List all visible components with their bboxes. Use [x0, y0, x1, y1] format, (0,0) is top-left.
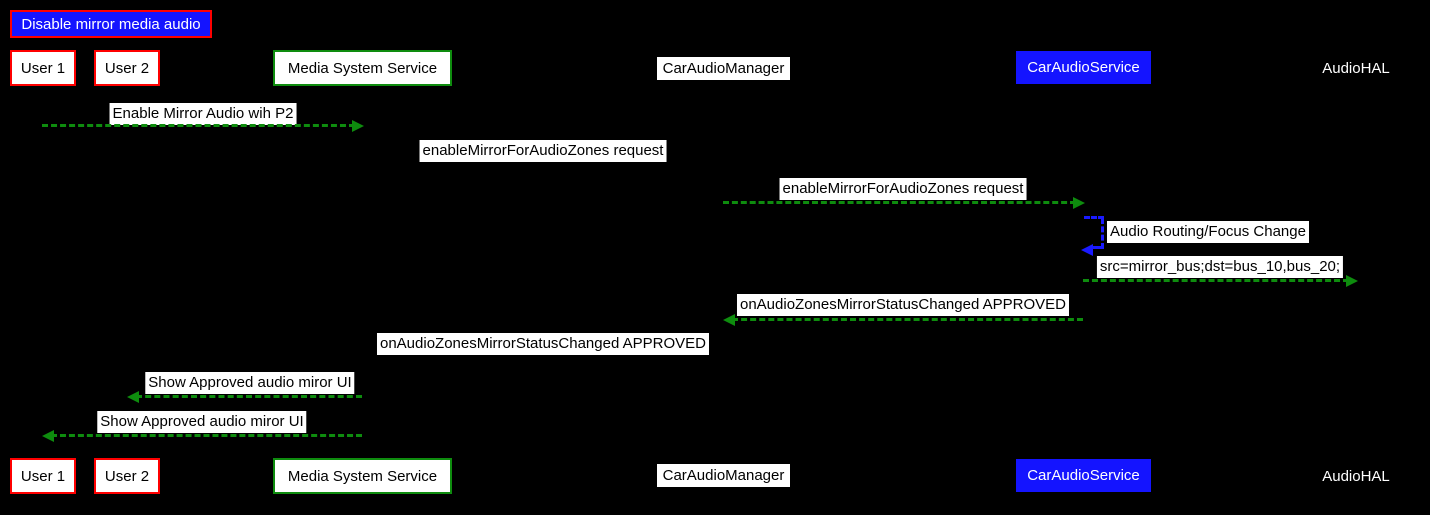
- arrow-line: [51, 434, 362, 437]
- participant-user-1-bottom: User 1: [10, 458, 76, 494]
- message-label-audio-routing-focus-change: Audio Routing/Focus Change: [1107, 221, 1309, 243]
- arrow-head-left-icon: [723, 314, 735, 326]
- participant-audiohal-top: AudioHAL: [1322, 60, 1390, 77]
- arrow-line: [1093, 246, 1104, 249]
- participant-caraudiomanager-top: CarAudioManager: [657, 57, 790, 80]
- diagram-title: Disable mirror media audio: [10, 10, 212, 38]
- participant-caraudioservice-top: CarAudioService: [1016, 51, 1151, 84]
- arrow-line: [42, 124, 355, 127]
- arrow-head-left-icon: [42, 430, 54, 442]
- participant-user-2-top: User 2: [94, 50, 160, 86]
- message-label-enable-mirror-zones-1: enableMirrorForAudioZones request: [419, 140, 667, 162]
- participant-audiohal-bottom: AudioHAL: [1322, 468, 1390, 485]
- self-message-arrow-audio-routing: [1081, 216, 1104, 256]
- message-label-show-approved-ui-1: Show Approved audio miror UI: [145, 372, 355, 394]
- arrow-head-right-icon: [1073, 197, 1085, 209]
- arrow-line: [723, 201, 1076, 204]
- message-label-status-changed-approved-2: onAudioZonesMirrorStatusChanged APPROVED: [376, 333, 710, 355]
- message-arrow-enable-mirror-audio: [42, 120, 364, 133]
- message-label-src-mirror-bus: src=mirror_bus;dst=bus_10,bus_20;: [1096, 256, 1344, 278]
- arrow-line: [136, 395, 362, 398]
- participant-media-system-service-bottom: Media System Service: [273, 458, 452, 494]
- participant-user-2-bottom: User 2: [94, 458, 160, 494]
- participant-user-1-top: User 1: [10, 50, 76, 86]
- participant-caraudiomanager-bottom: CarAudioManager: [657, 464, 790, 487]
- message-arrow-show-approved-ui-1: [127, 391, 362, 404]
- arrow-head-right-icon: [1346, 275, 1358, 287]
- arrow-head-left-icon: [127, 391, 139, 403]
- participant-media-system-service-top: Media System Service: [273, 50, 452, 86]
- message-label-enable-mirror-audio: Enable Mirror Audio wih P2: [109, 103, 297, 125]
- arrow-line: [732, 318, 1083, 321]
- arrow-head-left-icon: [1081, 244, 1093, 256]
- message-label-enable-mirror-zones-2: enableMirrorForAudioZones request: [779, 178, 1027, 200]
- participant-caraudioservice-bottom: CarAudioService: [1016, 459, 1151, 492]
- arrow-line: [1101, 218, 1104, 249]
- message-arrow-enable-mirror-zones-2: [723, 197, 1085, 210]
- arrow-line: [1083, 279, 1349, 282]
- message-label-status-changed-approved-1: onAudioZonesMirrorStatusChanged APPROVED: [736, 294, 1070, 316]
- arrow-line: [1084, 216, 1104, 219]
- message-arrow-status-changed-approved-1: [723, 314, 1083, 327]
- message-arrow-show-approved-ui-2: [42, 430, 362, 443]
- message-label-show-approved-ui-2: Show Approved audio miror UI: [97, 411, 307, 433]
- arrow-head-right-icon: [352, 120, 364, 132]
- message-arrow-src-mirror-bus: [1083, 275, 1358, 288]
